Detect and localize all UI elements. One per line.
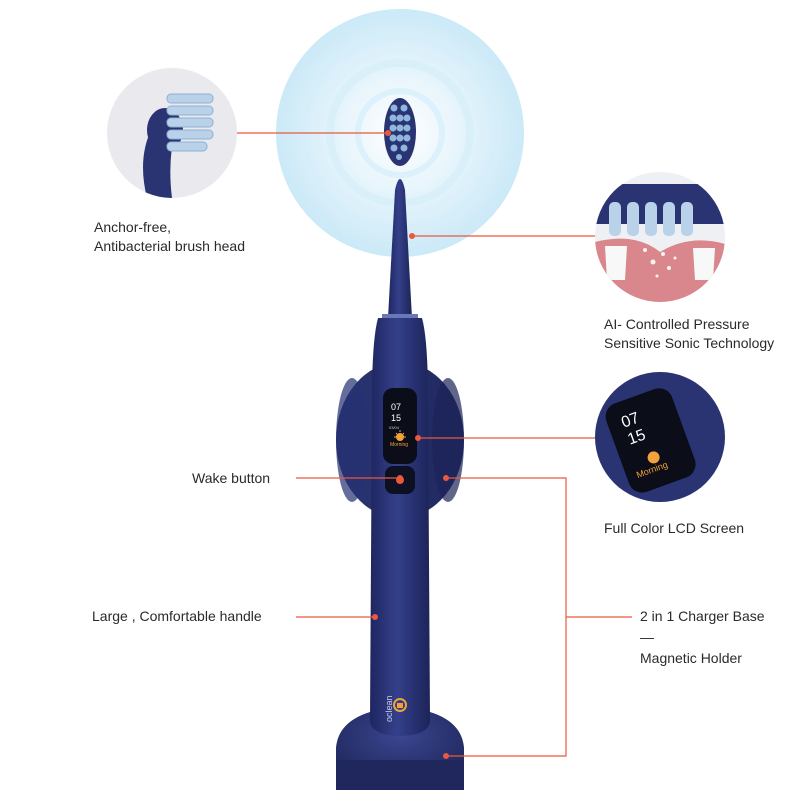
magnetic-holder [336,362,464,518]
callout-sonic-line1: AI- Controlled Pressure [604,316,750,332]
callout-charger-dash: — [640,629,654,645]
leader-lines [237,132,632,757]
lcd-hour: 07 [391,402,402,412]
brush-head [384,98,416,166]
brand-text: oclean [384,695,394,722]
detail-circle-lcd: 07 15 Morning [595,372,725,502]
sun-icon [396,433,404,441]
lcd-minute: 15 [391,413,402,423]
oclean-logo [393,698,407,712]
callout-handle: Large , Comfortable handle [92,608,262,624]
detail-circle-sonic [595,172,725,302]
svg-text:07: 07 [619,410,642,432]
callout-brush-head-line1: Anchor-free, [94,219,172,235]
detail-circle-brush-head [107,68,237,198]
callout-charger-line1: 2 in 1 Charger Base [640,608,765,624]
callout-sonic-line2: Sensitive Sonic Technology [604,335,775,351]
lcd-screen [383,388,417,464]
svg-text:15: 15 [625,426,648,448]
callout-charger-line2: Magnetic Holder [640,650,742,666]
brush-neck [388,179,412,318]
charger-base [336,712,464,790]
callout-wake-button: Wake button [192,470,271,486]
lcd-date: 03/04 [389,425,400,430]
callout-lcd-screen: Full Color LCD Screen [604,520,745,536]
lcd-greeting: Morning [390,442,409,448]
callout-brush-head-line2: Antibacterial brush head [94,238,245,254]
handle-body [370,318,430,736]
